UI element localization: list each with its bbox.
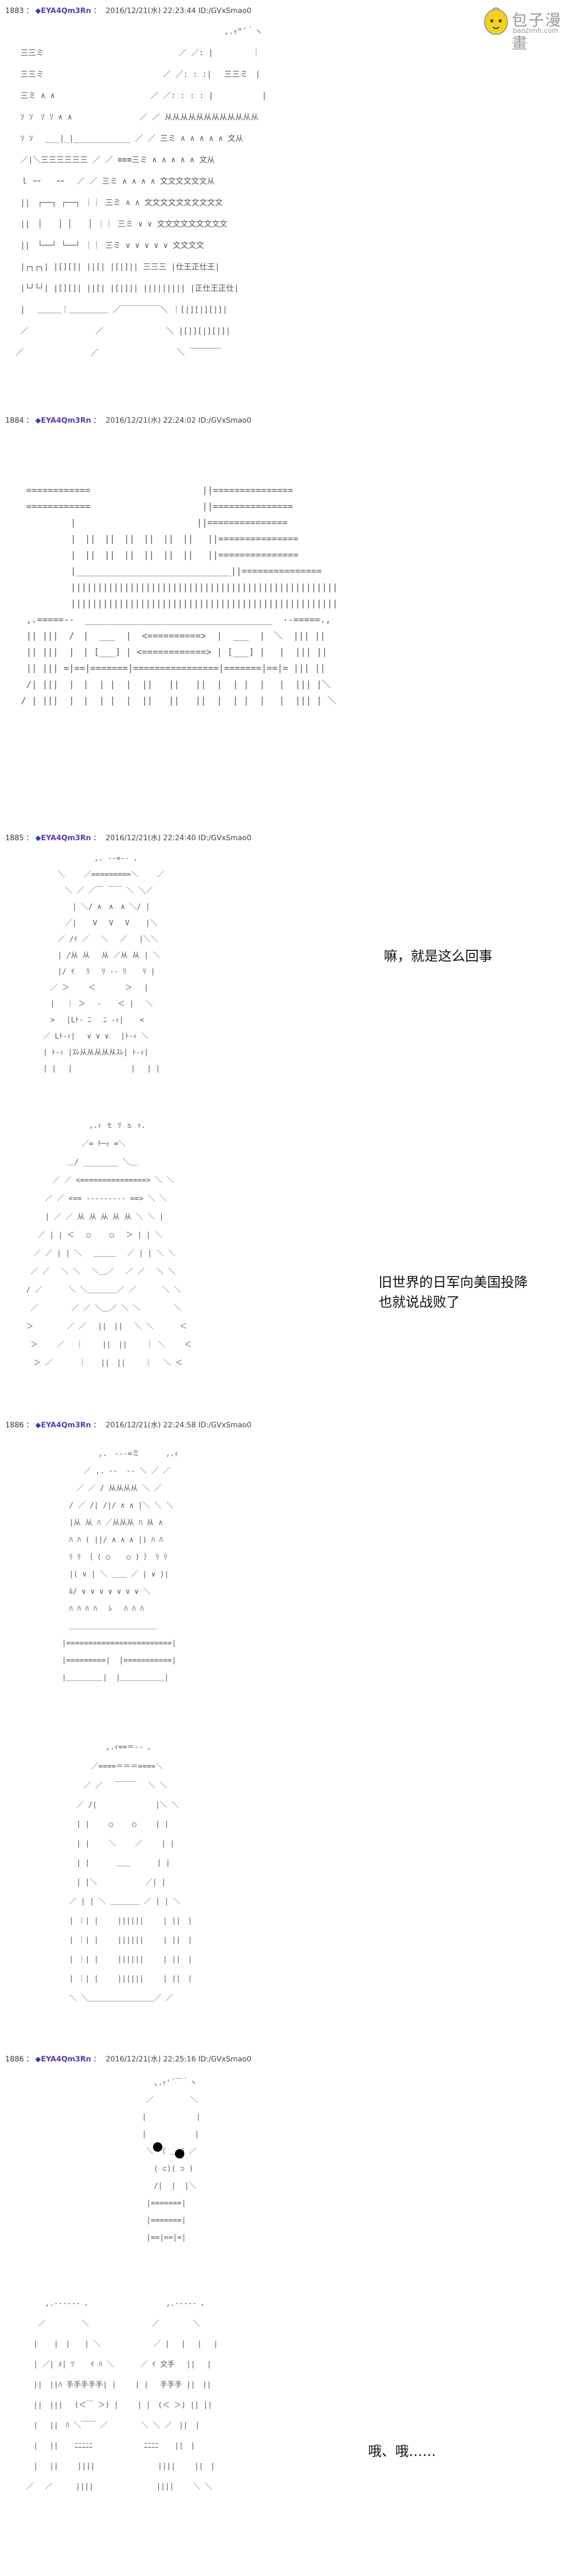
ascii-art-character-4: ,.ｨ==＝‐- ､ ／====＝＝＝====＼ ／ ／ ￣￣￣ ＼ ＼ ／ /… [69, 1743, 193, 2002]
post-datetime: 2016/12/21(水) 22:25:16 ID:/GVxSmao0 [105, 2055, 252, 2064]
post-number[interactable]: 1886 [5, 2055, 24, 2064]
poster-name[interactable]: EYA4Qm3Rn [41, 1421, 91, 1429]
dialogue-caption: 嘛，就是这么回事 [384, 949, 493, 964]
post-header: 1885：◆EYA4Qm3Rn：2016/12/21(水) 22:24:40 I… [5, 834, 252, 842]
trip-diamond-icon: ◆ [35, 1421, 41, 1429]
eye-dot-icon [175, 2149, 184, 2158]
post-number[interactable]: 1886 [5, 1421, 24, 1429]
post-number[interactable]: 1885 [5, 834, 24, 842]
post-number[interactable]: 1884 [5, 416, 24, 425]
ascii-art-street-scene: ,.ｨ"´｀ヽ 三三ミ ／ ／: | ｜ 三三ミ ／ ／: : :| 三三ミ |… [16, 27, 267, 357]
post-datetime: 2016/12/21(水) 22:24:02 ID:/GVxSmao0 [105, 416, 252, 425]
post-header: 1886：◆EYA4Qm3Rn：2016/12/21(水) 22:24:58 I… [5, 1421, 252, 1429]
post-datetime: 2016/12/21(水) 22:24:58 ID:/GVxSmao0 [105, 1421, 252, 1429]
ascii-art-character-1: ,. -‐=‐- ､ ＼ ／=========＼ ／ ＼ ／ ／￣ ￣￣ ＼ ＼… [43, 854, 165, 1073]
trip-diamond-icon: ◆ [35, 834, 41, 842]
dialogue-caption: 哦、哦…… [368, 2444, 436, 2460]
mascot-logo-icon [484, 7, 508, 35]
post-header: 1886：◆EYA4Qm3Rn：2016/12/21(水) 22:25:16 I… [5, 2055, 252, 2064]
post-datetime: 2016/12/21(水) 22:24:40 ID:/GVxSmao0 [105, 834, 252, 842]
trip-diamond-icon: ◆ [35, 2055, 41, 2064]
trip-diamond-icon: ◆ [35, 416, 41, 425]
poster-name[interactable]: EYA4Qm3Rn [41, 7, 91, 15]
dialogue-caption: 旧世界的日军向美国投降 也就说战败了 [379, 1275, 528, 1310]
trip-diamond-icon: ◆ [35, 7, 41, 15]
poster-name[interactable]: EYA4Qm3Rn [41, 834, 91, 842]
post-header: 1883：◆EYA4Qm3Rn：2016/12/21(水) 22:23:44 I… [5, 7, 252, 15]
ascii-art-building: ============ ||=============== =========… [21, 485, 338, 706]
ascii-art-character-3: ,. -‐‐=ミ ,.ｨ ／ ,. ‐‐ ‐‐ ＼ ／ ／ ／ ／ / 从从从从… [62, 1450, 179, 1682]
ascii-art-two-characters: ,.-‐‐‐‐- ､ ,.-‐‐‐- ､ ／ ＼ ／ ＼ | | | | ＼ ／… [26, 2299, 218, 2491]
post-number[interactable]: 1883 [5, 7, 24, 15]
poster-name[interactable]: EYA4Qm3Rn [41, 2055, 91, 2064]
ascii-art-character-2: ,.ｨ ｔ ﾘ ｓ ｯ. ／= ﾄ─ｨ =＼ ＿/ ________ ＼＿ ／ … [26, 1122, 192, 1367]
ascii-art-small-character: ,.ｨ'´￣｀ヽ ／ ＼ | | | | ＼ （ ＿ ）／ ( ⊂)( ⊃ ) … [141, 2079, 201, 2242]
post-header: 1884：◆EYA4Qm3Rn：2016/12/21(水) 22:24:02 I… [5, 416, 252, 425]
watermark-subtext: baozimh.com [513, 27, 559, 35]
poster-name[interactable]: EYA4Qm3Rn [41, 416, 91, 425]
post-datetime: 2016/12/21(水) 22:23:44 ID:/GVxSmao0 [105, 7, 252, 15]
site-watermark: 包子漫畫 baozimh.com [480, 4, 564, 53]
eye-dot-icon [153, 2142, 162, 2152]
watermark-text: 包子漫畫 [512, 11, 562, 53]
